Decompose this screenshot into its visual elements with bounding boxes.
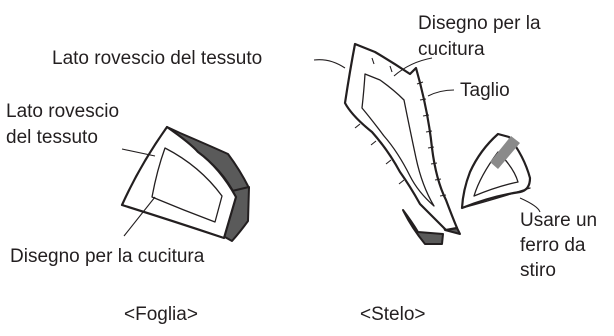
iron-handle: [490, 136, 520, 169]
iron-label-line3: stiro: [520, 260, 556, 281]
stem-pattern-label-line1: Disegno per la: [418, 13, 541, 34]
leaf-pattern-label: Disegno per la cucitura: [10, 246, 205, 267]
stem-cut-label: Taglio: [460, 80, 510, 101]
stem-illustration: Lato rovescio del tessuto Disegno per la…: [52, 13, 541, 325]
iron-pointer: [519, 197, 541, 213]
leaf-wrong-side-label-line2: del tessuto: [6, 127, 98, 148]
iron-label-line1: Usare un: [520, 210, 597, 231]
leaf-fabric-outline: [120, 125, 238, 240]
iron-inner-outline: [473, 151, 519, 197]
stem-pattern-label-line2: cucitura: [418, 39, 485, 60]
leaf-sewing-pattern: [151, 147, 223, 223]
leaf-caption: <Foglia>: [124, 304, 198, 325]
iron-label-line2: ferro da: [520, 235, 586, 256]
stem-sewing-pattern: [361, 73, 435, 207]
iron-illustration: Usare un ferro da stiro: [460, 132, 597, 281]
stem-folded-tail-outer: [402, 209, 444, 245]
stem-cut-marks: [354, 57, 447, 197]
stem-caption: <Stelo>: [360, 304, 426, 325]
stem-wrong-side-label: Lato rovescio del tessuto: [52, 48, 262, 69]
leaf-folded-edge-right: [222, 186, 250, 242]
leaf-illustration: Lato rovescio del tessuto Disegno per la…: [6, 101, 250, 325]
stem-fabric-outline: [343, 42, 459, 232]
leaf-pattern-leader: [123, 196, 156, 237]
stem-wrong-side-leader: [313, 59, 346, 69]
stem-pattern-leader: [393, 57, 433, 77]
leaf-wrong-side-leader: [121, 148, 156, 157]
leaf-wrong-side-label-line1: Lato rovescio: [6, 101, 119, 122]
iron-soleplate: [460, 132, 532, 210]
iron-bottom-edge: [461, 187, 531, 209]
stem-cut-leader: [427, 89, 455, 97]
